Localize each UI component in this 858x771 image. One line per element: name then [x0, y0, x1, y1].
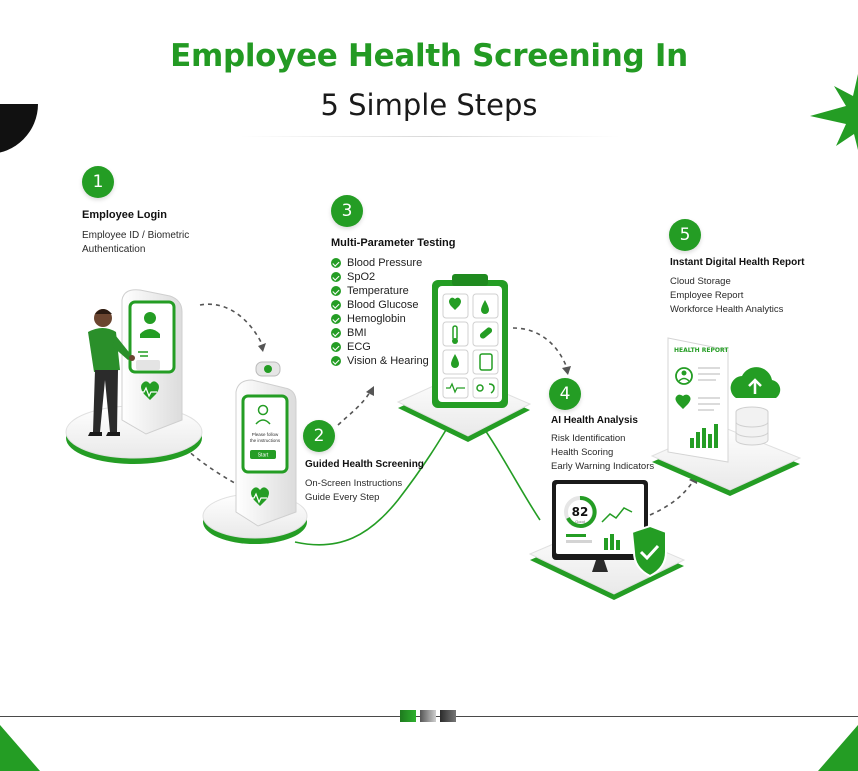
step-2-badge: 2 — [303, 420, 335, 452]
title-divider — [240, 136, 620, 137]
check-icon — [331, 314, 341, 324]
step-4-badge: 4 — [549, 378, 581, 410]
step-2-title: Guided Health Screening — [305, 459, 424, 470]
list-item: Hemoglobin — [331, 312, 429, 326]
step-4-line-1: Risk Identification — [551, 433, 626, 444]
step-5-line-1: Cloud Storage — [670, 276, 731, 287]
list-item: Blood Glucose — [331, 298, 429, 312]
step-3-badge: 3 — [331, 195, 363, 227]
check-icon — [331, 356, 341, 366]
step-5-line-2: Employee Report — [670, 290, 744, 301]
step-5-title: Instant Digital Health Report — [670, 257, 805, 268]
step-2-line-1: On-Screen Instructions — [305, 478, 403, 489]
health-score-value: 82 — [572, 505, 589, 519]
biometric-kiosk-icon — [65, 289, 203, 464]
footer-mark — [420, 710, 436, 722]
kiosk-start-label: Start — [258, 453, 269, 459]
check-icon — [331, 342, 341, 352]
corner-decoration-right — [818, 725, 858, 771]
check-icon — [331, 300, 341, 310]
health-report-cloud-icon: HEALTH REPORT — [650, 337, 802, 496]
footer-mark — [400, 710, 416, 722]
starburst-icon — [810, 74, 858, 150]
step-1-line-2: Authentication — [82, 244, 146, 255]
step-3-title: Multi-Parameter Testing — [331, 237, 456, 249]
step-4-line-2: Health Scoring — [551, 447, 614, 458]
list-item: Temperature — [331, 284, 429, 298]
kiosk-screen-text-2: the instructions — [250, 438, 281, 443]
clipboard-tests-icon — [396, 274, 532, 442]
check-icon — [331, 272, 341, 282]
health-score-label: Good — [575, 519, 585, 524]
list-item: SpO2 — [331, 270, 429, 284]
list-item: Blood Pressure — [331, 256, 429, 270]
list-item: ECG — [331, 340, 429, 354]
analysis-monitor-icon: 82 Good — [528, 480, 686, 600]
footer-marks — [400, 710, 460, 722]
step-1-badge: 1 — [82, 166, 114, 198]
step-4-title: AI Health Analysis — [551, 415, 638, 426]
report-heading: HEALTH REPORT — [674, 347, 729, 354]
check-icon — [331, 258, 341, 268]
list-item: BMI — [331, 326, 429, 340]
test-parameter-list: Blood Pressure SpO2 Temperature Blood Gl… — [331, 256, 429, 368]
step-5-line-3: Workforce Health Analytics — [670, 304, 784, 315]
check-icon — [331, 328, 341, 338]
step-5-badge: 5 — [669, 219, 701, 251]
step-4-line-3: Early Warning Indicators — [551, 461, 655, 472]
list-item: Vision & Hearing — [331, 354, 429, 368]
check-icon — [331, 286, 341, 296]
kiosk-screen-text-1: Please follow — [252, 432, 279, 437]
guided-kiosk-icon: Please follow the instructions Start — [202, 361, 308, 544]
kiosk-start-button — [250, 450, 276, 459]
page-subtitle: 5 Simple Steps — [320, 88, 538, 122]
corner-decoration-left — [0, 725, 40, 771]
page-title: Employee Health Screening In — [170, 38, 688, 74]
step-1-title: Employee Login — [82, 209, 167, 221]
footer-mark — [440, 710, 456, 722]
step-1-line-1: Employee ID / Biometric — [82, 230, 190, 241]
step-2-line-2: Guide Every Step — [305, 492, 380, 503]
